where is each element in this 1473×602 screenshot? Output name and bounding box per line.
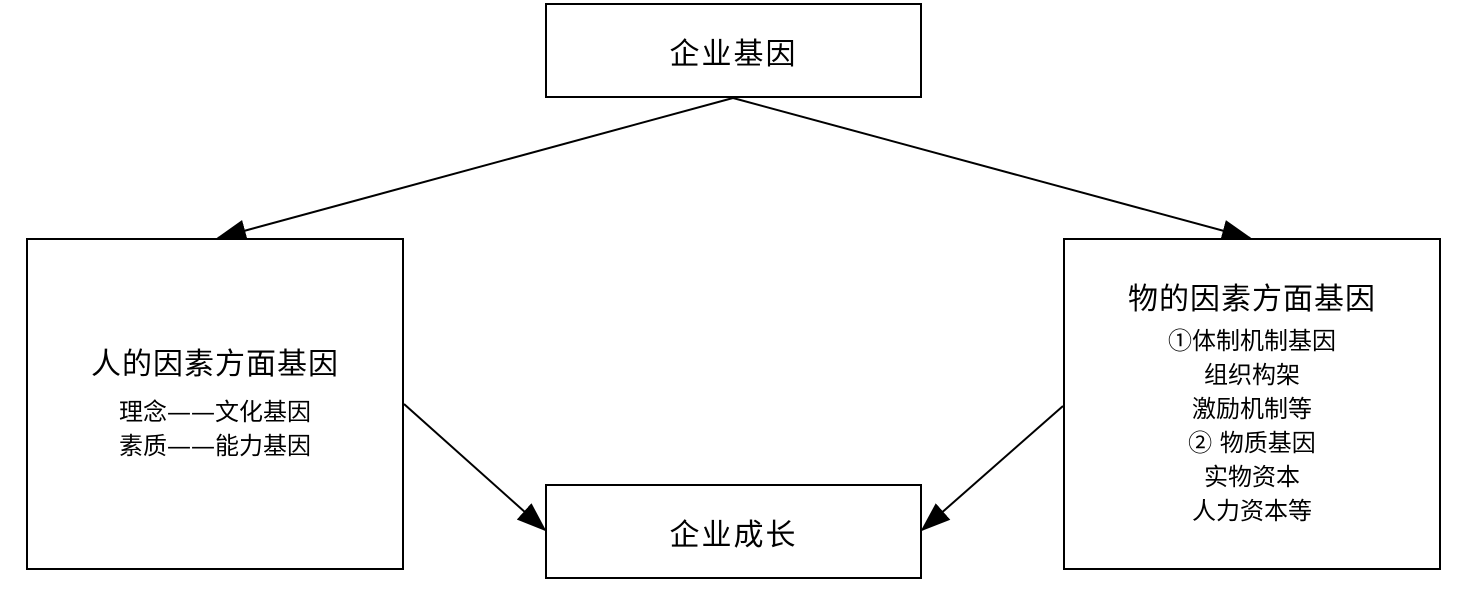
- material-factor-line: 实物资本: [1204, 463, 1300, 491]
- human-factor-line: 素质——能力基因: [119, 432, 311, 460]
- enterprise-growth-label: 企业成长: [669, 517, 798, 553]
- human-factor-gene-box: 人的因素方面基因 理念——文化基因 素质——能力基因: [26, 238, 404, 570]
- arrow-top-to-left: [216, 97, 734, 242]
- material-factor-title: 物的因素方面基因: [1128, 282, 1376, 317]
- material-factor-gene-box: 物的因素方面基因 ①体制机制基因 组织构架 激励机制等 ② 物质基因 实物资本 …: [1063, 238, 1441, 570]
- material-factor-line: ② 物质基因: [1188, 429, 1316, 457]
- human-factor-title: 人的因素方面基因: [91, 347, 339, 382]
- arrow-top-to-right: [732, 97, 1252, 242]
- arrow-left-to-bottom: [403, 403, 547, 532]
- enterprise-gene-box: 企业基因: [545, 3, 922, 98]
- enterprise-gene-label: 企业基因: [669, 36, 798, 72]
- material-factor-line: ①体制机制基因: [1168, 327, 1336, 355]
- arrow-right-to-bottom: [920, 405, 1064, 532]
- material-factor-line: 激励机制等: [1192, 395, 1312, 423]
- enterprise-growth-box: 企业成长: [545, 484, 922, 579]
- human-factor-line: 理念——文化基因: [119, 398, 311, 426]
- material-factor-line: 人力资本等: [1192, 497, 1312, 525]
- material-factor-line: 组织构架: [1204, 361, 1300, 389]
